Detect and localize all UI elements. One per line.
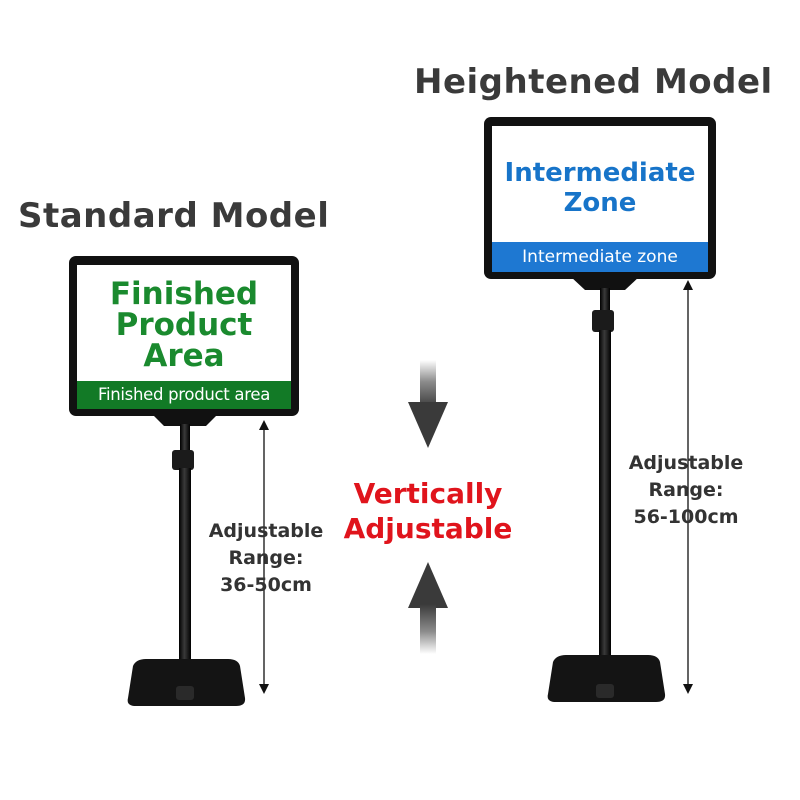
heightened-model-title: Heightened Model <box>414 62 773 102</box>
heightened-sign-heading: Intermediate Zone <box>492 158 708 218</box>
standard-base-collar <box>176 686 194 700</box>
standard-sign-heading-line: Area <box>143 338 225 374</box>
standard-clamp <box>172 450 194 470</box>
center-label-line: Adjustable <box>343 512 513 545</box>
standard-sign-face: Finished Product Area Finished product a… <box>77 265 291 409</box>
standard-model-title: Standard Model <box>18 196 330 236</box>
range-label-line: Adjustable <box>628 452 744 474</box>
heightened-sign-band: Intermediate zone <box>492 242 708 272</box>
heightened-clamp <box>592 310 614 332</box>
heightened-sign: Intermediate Zone Intermediate zone <box>484 117 716 279</box>
vertically-adjustable-label: Vertically Adjustable <box>330 476 526 546</box>
heightened-pole-upper <box>600 288 610 318</box>
heightened-bracket <box>570 276 640 290</box>
range-label-line: 36-50cm <box>220 574 312 596</box>
standard-sign-heading-line: Product <box>115 307 253 343</box>
standard-sign-band: Finished product area <box>77 381 291 409</box>
standard-sign: Finished Product Area Finished product a… <box>69 256 299 416</box>
range-label-line: 56-100cm <box>633 506 739 528</box>
standard-sign-heading-line: Finished <box>109 276 259 312</box>
standard-range-label: Adjustable Range: 36-50cm <box>198 518 334 599</box>
heightened-range-label: Adjustable Range: 56-100cm <box>618 450 754 531</box>
up-arrow-icon <box>408 562 448 654</box>
down-arrow-icon <box>408 360 448 448</box>
range-label-line: Range: <box>648 479 724 501</box>
range-label-line: Adjustable <box>208 520 324 542</box>
standard-range-measure <box>259 420 269 694</box>
standard-sign-heading: Finished Product Area <box>77 279 291 372</box>
heightened-pole-lower <box>599 330 611 670</box>
standard-pole-upper <box>180 424 190 464</box>
standard-pole-lower <box>179 468 191 688</box>
heightened-sign-heading-line: Intermediate <box>504 158 696 188</box>
range-label-line: Range: <box>228 547 304 569</box>
heightened-base <box>547 655 666 702</box>
heightened-base-collar <box>596 684 614 698</box>
heightened-range-measure <box>683 280 693 694</box>
center-label-line: Vertically <box>353 477 503 510</box>
heightened-sign-face: Intermediate Zone Intermediate zone <box>492 126 708 272</box>
heightened-sign-heading-line: Zone <box>563 188 637 218</box>
standard-base <box>127 659 246 706</box>
